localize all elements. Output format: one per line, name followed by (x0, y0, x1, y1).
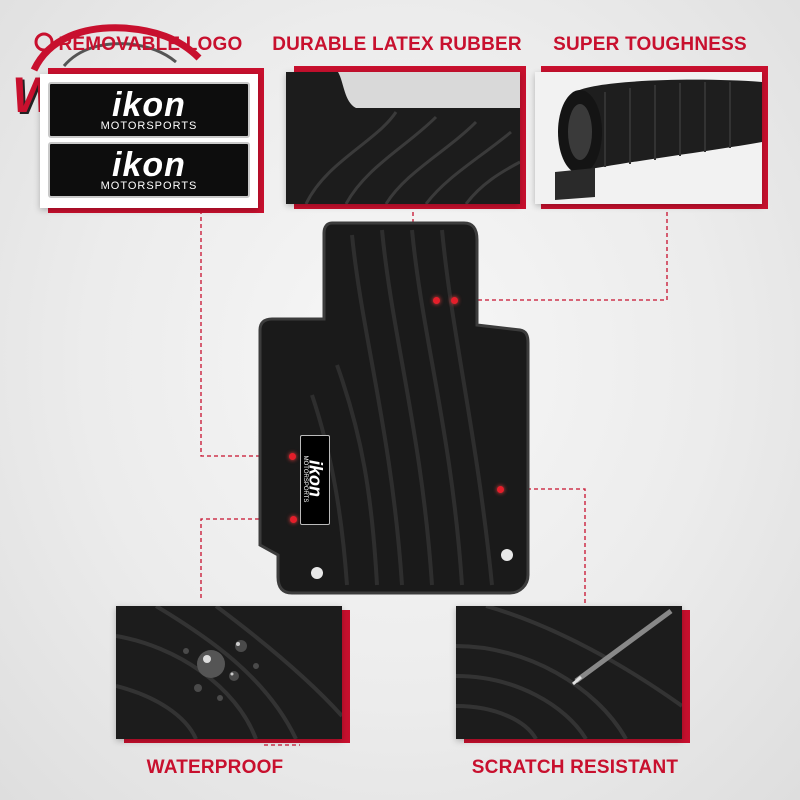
logo-badge-2-name: ikon (112, 146, 186, 184)
indicator-dot-latex-2 (451, 297, 458, 304)
waterproof-card (116, 606, 342, 739)
rolled-mat-image (535, 72, 762, 204)
super-toughness-title: SUPER TOUGHNESS (553, 34, 747, 55)
removable-logo-title: REMOVABLE LOGO (58, 34, 243, 55)
indicator-dot-logo (289, 453, 296, 460)
logo-badge-1-name: ikon (112, 86, 186, 124)
latex-texture-image (286, 72, 520, 204)
durable-latex-title: DURABLE LATEX RUBBER (272, 34, 522, 55)
indicator-dot-scratch (497, 486, 504, 493)
mat-logo-sub: MOTORSPORTS (302, 455, 308, 503)
logo-badge-1-sub: MOTORSPORTS (100, 120, 198, 132)
scratch-resistant-card (456, 606, 682, 739)
scratch-resistant-title: SCRATCH RESISTANT (471, 757, 679, 778)
logo-badge-1: ikon MOTORSPORTS (48, 82, 250, 138)
water-droplets-image (116, 606, 342, 739)
removable-logo-card: ikon MOTORSPORTS ikon MOTORSPORTS (40, 74, 258, 208)
car-silhouette-icon (30, 24, 202, 72)
indicator-dot-latex-1 (433, 297, 440, 304)
logo-badge-2-sub: MOTORSPORTS (100, 180, 198, 192)
super-toughness-card (535, 72, 762, 204)
scratch-test-image (456, 606, 682, 739)
mat-logo-badge: ikon MOTORSPORTS (300, 435, 330, 525)
indicator-dot-waterproof (290, 516, 297, 523)
durable-latex-card (286, 72, 520, 204)
logo-badge-2: ikon MOTORSPORTS (48, 142, 250, 198)
floor-mat-image (258, 221, 530, 595)
waterproof-title: WATERPROOF (146, 757, 284, 778)
floor-mat: ikon MOTORSPORTS (252, 215, 532, 605)
